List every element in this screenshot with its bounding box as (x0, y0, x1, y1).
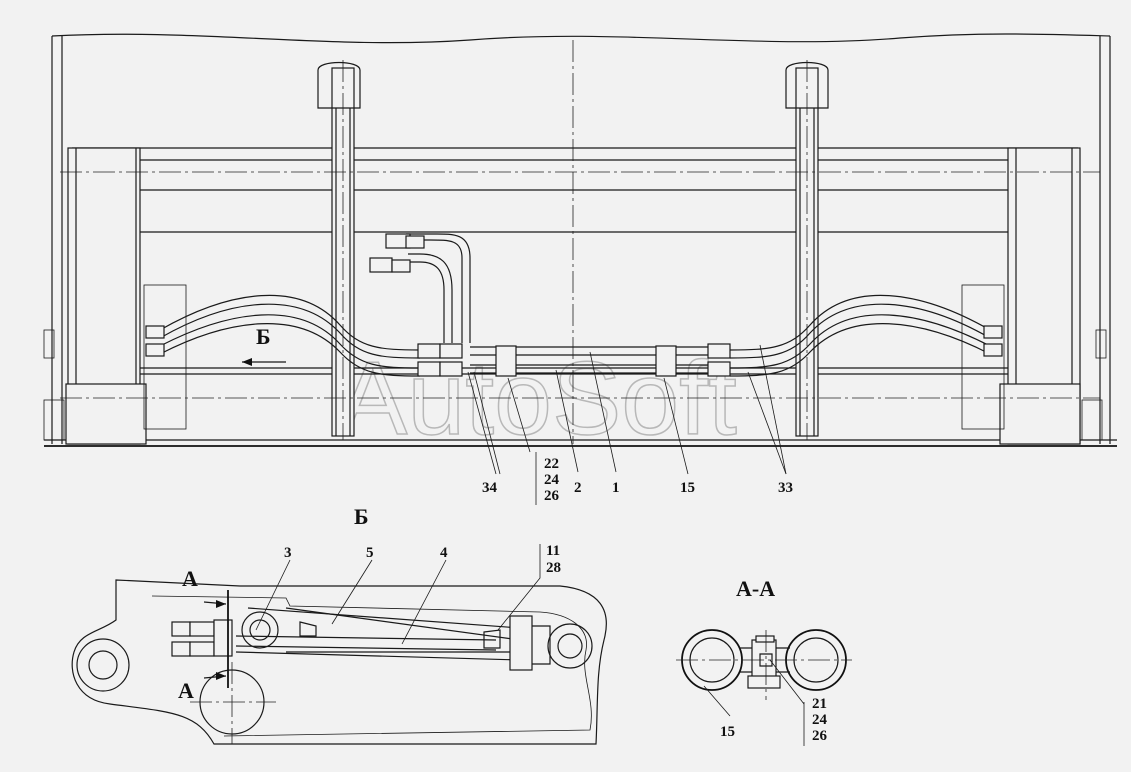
callout-28: 28 (546, 560, 561, 576)
callout-34: 34 (482, 480, 498, 496)
section-marker-b: Б (256, 324, 271, 349)
top-view-callouts (467, 344, 787, 505)
callout-aa-15: 15 (720, 724, 735, 740)
section-aa-title: А-А (736, 576, 775, 601)
callout-2: 2 (574, 480, 582, 496)
callout-26: 26 (544, 488, 560, 504)
callout-aa-21: 21 (812, 696, 827, 712)
callout-33: 33 (778, 480, 793, 496)
section-aa-callouts (703, 659, 805, 746)
callout-15: 15 (680, 480, 695, 496)
bucket-frame (43, 33, 1117, 447)
callout-3: 3 (284, 545, 292, 561)
view-b-title: Б (354, 504, 369, 529)
callout-1: 1 (612, 480, 620, 496)
callout-aa-26: 26 (812, 728, 828, 744)
callout-24: 24 (544, 472, 560, 488)
section-mark-a-bottom: А (178, 678, 194, 703)
callout-22: 22 (544, 456, 559, 472)
callout-5: 5 (366, 545, 374, 561)
section-mark-a-top: А (182, 566, 198, 591)
view-b-callouts (255, 544, 541, 645)
hydraulic-hose-lines (145, 233, 1003, 377)
callout-11: 11 (546, 543, 560, 559)
callout-4: 4 (440, 545, 448, 561)
callout-aa-24: 24 (812, 712, 828, 728)
section-aa-drawing (676, 629, 852, 700)
view-b-drawing (71, 579, 607, 745)
